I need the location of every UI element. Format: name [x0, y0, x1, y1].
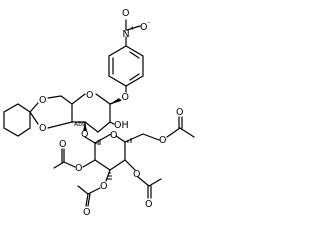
nitro-plus-charge: +	[130, 25, 135, 32]
atom-labels: N + O O - O O O O Abs OH O O O O O O O O…	[39, 8, 183, 218]
dioxane-oxygen-bottom-label: O	[39, 123, 46, 134]
glycosidic-oxygen-label: O	[81, 129, 88, 140]
lower-ring-oxygen-label: O	[110, 130, 117, 141]
nitro-nitrogen-label: N	[123, 29, 130, 40]
dioxane-oxygen-top-label: O	[39, 95, 46, 106]
c3-acetate-ester-oxygen-label: O	[100, 181, 107, 192]
c2-acetate-carbonyl-oxygen-label: O	[59, 139, 66, 150]
c6-acetate-ester-oxygen-label: O	[159, 135, 166, 146]
c3-acetate-carbonyl-oxygen-label: O	[83, 207, 90, 218]
absolute-stereo-label: Abs	[74, 121, 85, 128]
stereo-bonds	[83, 98, 132, 180]
c2-acetate-ester-oxygen-label: O	[75, 163, 82, 174]
c4-acetate-ester-oxygen-label: O	[133, 169, 140, 180]
c6-acetate-carbonyl-oxygen-label: O	[176, 107, 183, 118]
nitro-oxygen-top-label: O	[122, 8, 129, 19]
c4-acetate-carbonyl-oxygen-label: O	[145, 199, 152, 210]
chemical-structure: N + O O - O O O O Abs OH O O O O O O O O…	[3, 8, 195, 218]
bond-lines	[3, 19, 195, 207]
upper-ring-oxygen-label: O	[86, 90, 93, 101]
nitro-minus-charge: -	[148, 19, 150, 26]
nitro-oxygen-right-label: O	[140, 22, 147, 33]
hydroxyl-label: OH	[114, 120, 129, 131]
aryl-ether-oxygen-label: O	[122, 92, 129, 103]
